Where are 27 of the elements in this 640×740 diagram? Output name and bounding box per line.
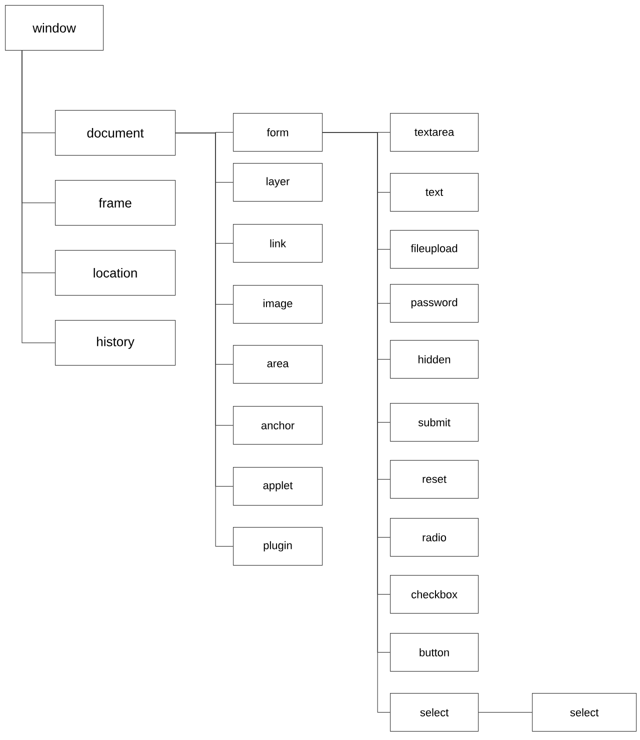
element-box: select — [390, 693, 479, 732]
element-box: fileupload — [390, 230, 479, 269]
element-box: radio — [390, 518, 479, 557]
element-box: checkbox — [390, 575, 479, 614]
element-box: form — [233, 113, 323, 152]
element-box: reset — [390, 460, 479, 499]
element-box: link — [233, 224, 323, 263]
element-box: applet — [233, 467, 323, 506]
element-box: textarea — [390, 113, 479, 152]
element-box: button — [390, 633, 479, 672]
element-box: hidden — [390, 340, 479, 379]
element-box: select — [532, 693, 637, 732]
element-box: frame — [55, 180, 176, 226]
element-box: anchor — [233, 406, 323, 445]
element-box: location — [55, 250, 176, 296]
element-box: text — [390, 173, 479, 212]
element-box: area — [233, 345, 323, 384]
element-box: plugin — [233, 527, 323, 566]
element-box: window — [5, 5, 104, 51]
element-box: password — [390, 284, 479, 323]
element-box: layer — [233, 163, 323, 202]
connector-line — [478, 712, 532, 713]
element-box: history — [55, 320, 176, 366]
element-box: image — [233, 285, 323, 324]
element-box: submit — [390, 403, 479, 442]
element-box: document — [55, 110, 176, 156]
connector-line — [22, 50, 56, 344]
